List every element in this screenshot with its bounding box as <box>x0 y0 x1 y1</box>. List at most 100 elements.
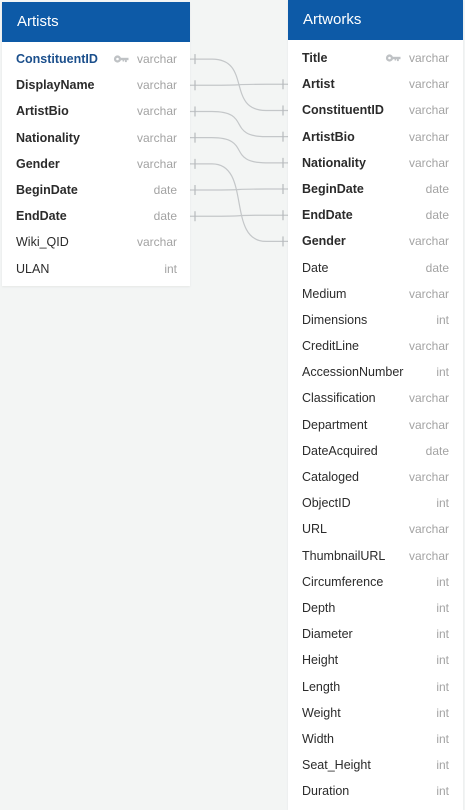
column-name: ArtistBio <box>16 104 69 119</box>
relationship-line <box>190 188 288 191</box>
column-row-gender[interactable]: Gender varchar <box>2 151 190 177</box>
column-row-circumference[interactable]: Circumference int <box>288 569 463 595</box>
column-name: Depth <box>302 600 336 615</box>
column-type: varchar <box>136 104 177 119</box>
column-type: date <box>425 443 449 458</box>
relationship-line <box>190 58 288 112</box>
column-type: varchar <box>136 52 177 66</box>
column-name: Title <box>302 51 328 65</box>
column-name: Seat_Height <box>302 758 371 773</box>
primary-key-icon <box>385 54 401 62</box>
column-row-accessionnumber[interactable]: AccessionNumber int <box>288 359 463 385</box>
column-name: Diameter <box>302 627 353 642</box>
column-name: Medium <box>302 286 347 301</box>
column-name: DisplayName <box>16 78 95 93</box>
column-type: varchar <box>408 286 449 301</box>
column-row-thumbnailurl[interactable]: ThumbnailURL varchar <box>288 543 463 569</box>
column-type: varchar <box>136 78 177 93</box>
relationship-line <box>190 214 288 217</box>
column-row-constituentid[interactable]: ConstituentID varchar <box>288 97 463 123</box>
column-type: int <box>436 574 449 589</box>
column-name: AccessionNumber <box>302 365 404 380</box>
column-type: varchar <box>408 548 449 563</box>
column-type: varchar <box>408 77 449 92</box>
column-type: varchar <box>408 522 449 537</box>
column-name: Width <box>302 731 334 746</box>
column-type: date <box>425 260 449 275</box>
column-type: date <box>425 208 449 223</box>
column-row-dimensions[interactable]: Dimensions int <box>288 307 463 333</box>
column-type: int <box>436 653 449 668</box>
column-name: ConstituentID <box>16 52 98 66</box>
column-type: varchar <box>136 156 177 171</box>
column-name: Date <box>302 260 329 275</box>
column-row-displayname[interactable]: DisplayName varchar <box>2 72 190 98</box>
column-row-constituentid[interactable]: ConstituentID varchar <box>2 46 190 72</box>
column-row-seat-height[interactable]: Seat_Height int <box>288 752 463 778</box>
relationship-line <box>190 110 288 138</box>
column-name: Artist <box>302 77 335 92</box>
table-header-artists[interactable]: Artists <box>2 2 190 42</box>
column-name: Gender <box>16 156 60 171</box>
column-name: ConstituentID <box>302 103 384 118</box>
column-type: varchar <box>408 391 449 406</box>
column-name: CreditLine <box>302 339 359 354</box>
column-row-medium[interactable]: Medium varchar <box>288 281 463 307</box>
column-name: ThumbnailURL <box>302 548 386 563</box>
column-row-nationality[interactable]: Nationality varchar <box>2 125 190 151</box>
column-type: varchar <box>408 339 449 354</box>
column-name: Cataloged <box>302 470 359 484</box>
column-name: Circumference <box>302 574 384 589</box>
column-type: int <box>436 365 449 380</box>
column-name: Gender <box>302 234 346 249</box>
column-row-creditline[interactable]: CreditLine varchar <box>288 333 463 359</box>
column-type: varchar <box>136 130 177 145</box>
column-type: int <box>436 496 449 511</box>
column-name: Weight <box>302 705 341 720</box>
column-type: varchar <box>408 470 449 484</box>
column-type: int <box>436 312 449 327</box>
relationship-line <box>190 163 288 243</box>
column-row-cataloged[interactable]: Cataloged varchar <box>288 464 463 490</box>
column-row-artistbio[interactable]: ArtistBio varchar <box>2 98 190 124</box>
column-type: varchar <box>408 103 449 118</box>
column-name: Dimensions <box>302 312 368 327</box>
column-name: Nationality <box>302 155 366 170</box>
column-type: int <box>436 679 449 694</box>
column-name: BeginDate <box>16 182 78 197</box>
table-header-artworks[interactable]: Artworks <box>288 0 463 40</box>
column-type: int <box>436 758 449 773</box>
column-type: varchar <box>408 417 449 432</box>
column-row-date[interactable]: Date date <box>288 255 463 281</box>
primary-key-icon <box>113 55 129 63</box>
column-row-artist[interactable]: Artist varchar <box>288 71 463 97</box>
column-name: Nationality <box>16 130 80 145</box>
